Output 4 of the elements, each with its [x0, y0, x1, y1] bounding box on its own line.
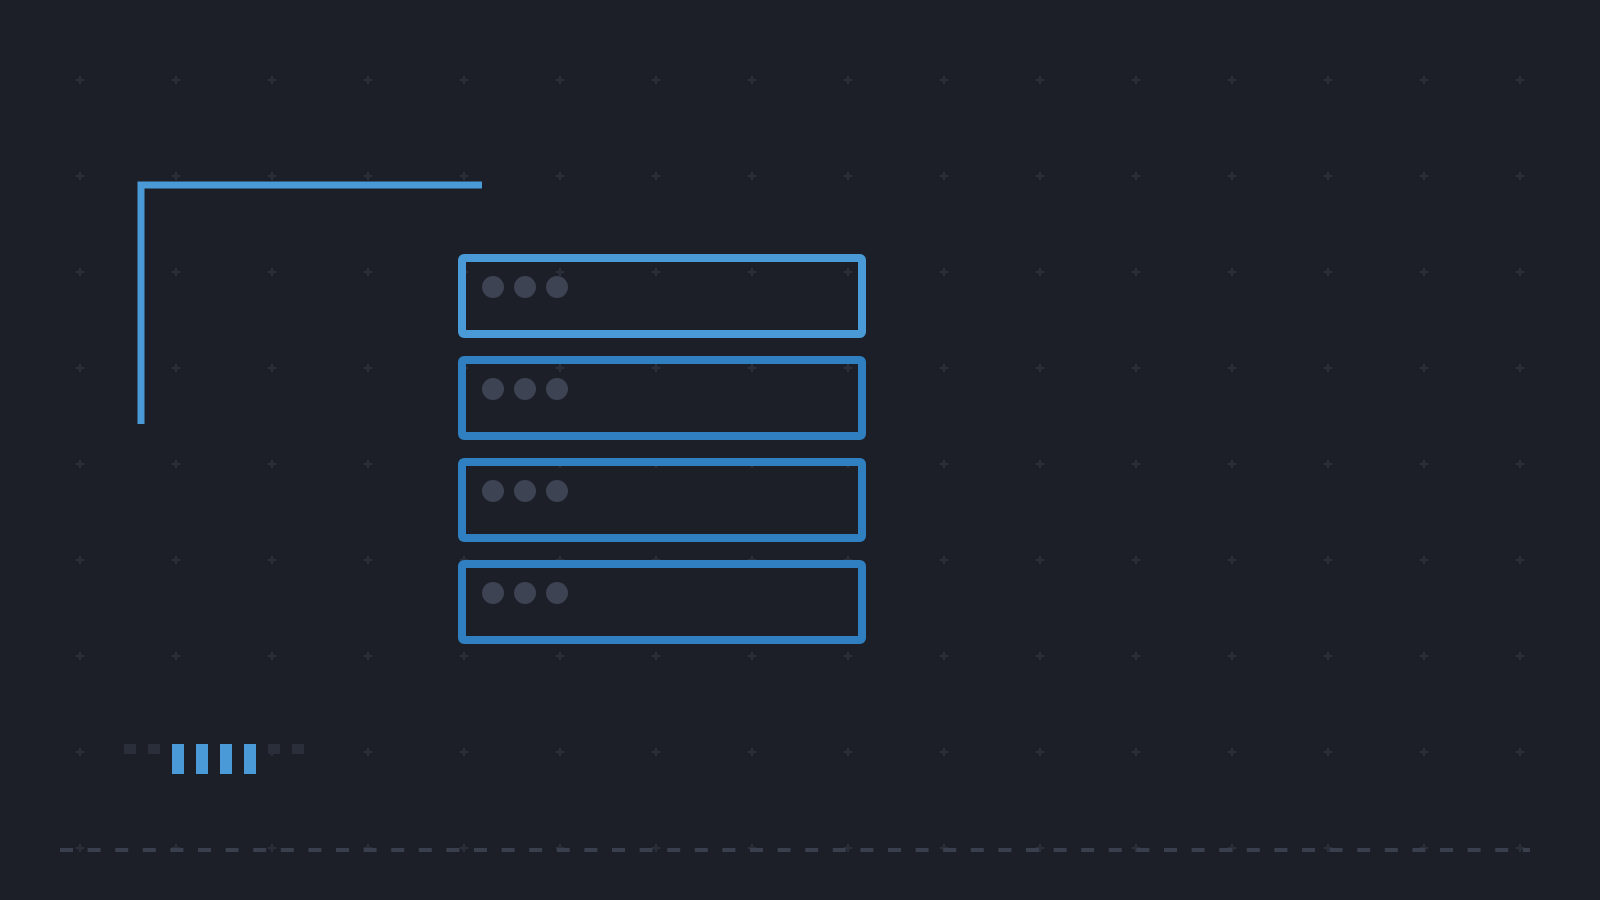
- server-unit: [458, 356, 866, 440]
- server-unit: [458, 458, 866, 542]
- server-unit: [458, 254, 866, 338]
- server-unit: [458, 560, 866, 644]
